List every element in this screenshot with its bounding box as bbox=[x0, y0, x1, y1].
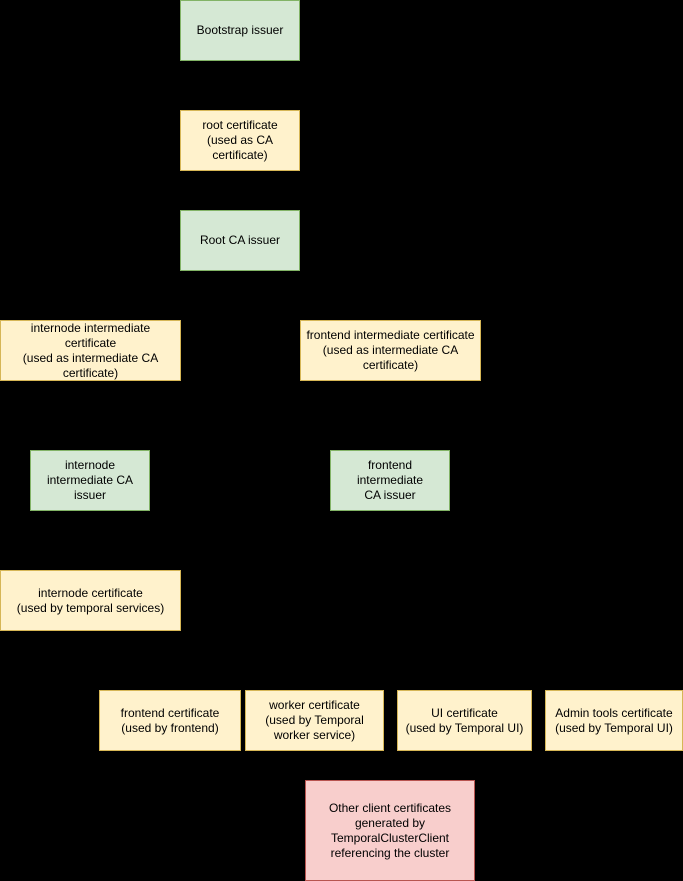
node-root-ca-issuer: Root CA issuer bbox=[180, 210, 300, 271]
node-root-certificate: root certificate (used as CA certificate… bbox=[180, 110, 300, 171]
node-internode-intermediate-ca-issuer: internode intermediate CA issuer bbox=[30, 450, 150, 511]
node-frontend-intermediate-ca-issuer: frontend intermediate CA issuer bbox=[330, 450, 450, 511]
node-ui-certificate: UI certificate (used by Temporal UI) bbox=[397, 690, 532, 751]
node-bootstrap-issuer: Bootstrap issuer bbox=[180, 0, 300, 61]
node-frontend-certificate: frontend certificate (used by frontend) bbox=[99, 690, 241, 751]
node-internode-intermediate-certificate: internode intermediate certificate (used… bbox=[0, 320, 181, 381]
node-internode-certificate: internode certificate (used by temporal … bbox=[0, 570, 181, 631]
node-worker-certificate: worker certificate (used by Temporal wor… bbox=[245, 690, 384, 751]
node-frontend-intermediate-certificate: frontend intermediate certificate (used … bbox=[300, 320, 481, 381]
node-other-client-certificates: Other client certificates generated by T… bbox=[305, 780, 475, 881]
node-admin-tools-certificate: Admin tools certificate (used by Tempora… bbox=[545, 690, 683, 751]
